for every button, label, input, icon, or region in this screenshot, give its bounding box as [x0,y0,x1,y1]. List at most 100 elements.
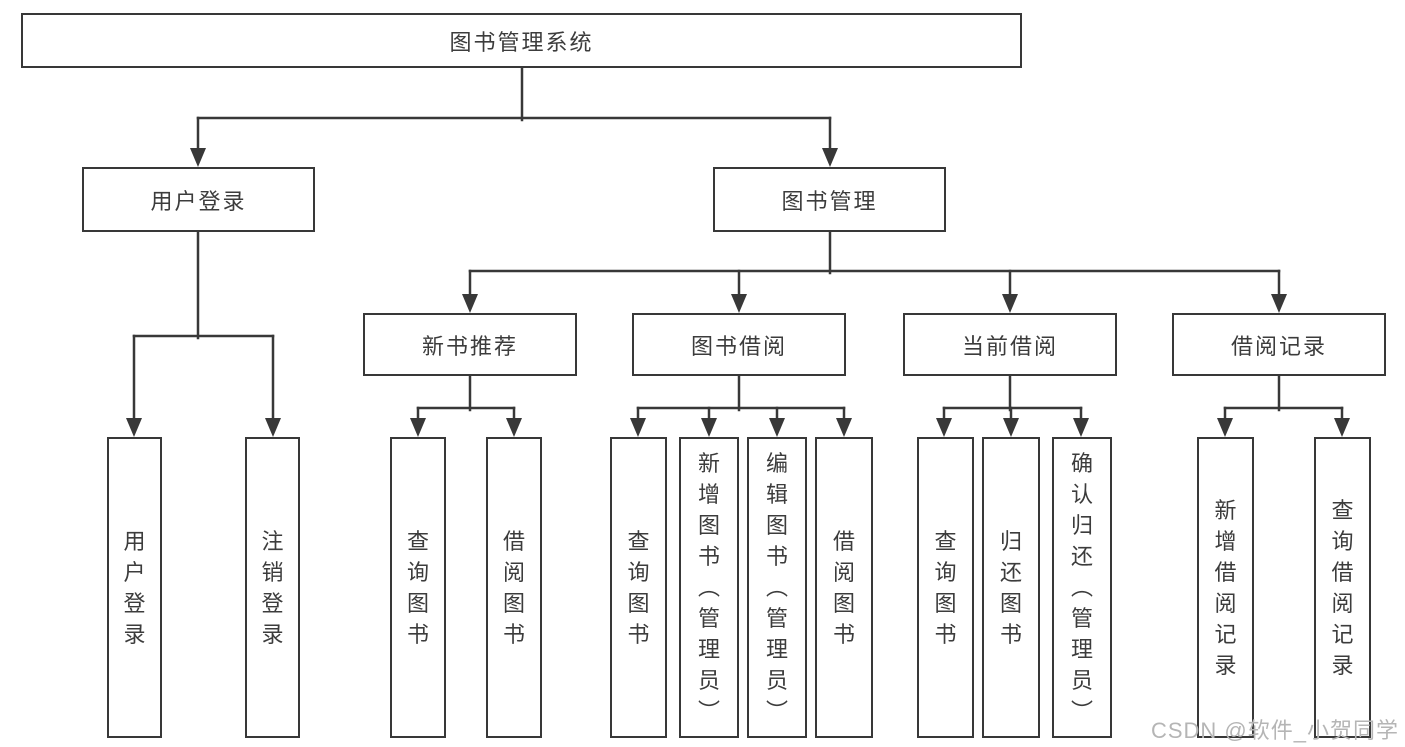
vertical-label-char: 书 [999,621,1022,647]
vertical-label-char: 查 [934,528,957,554]
arrowhead-down-icon [630,418,646,437]
arrowhead-down-icon [731,294,747,313]
node-book-borrowing: 图书借阅 [632,313,846,376]
vertical-label-char: 录 [1214,652,1237,678]
leaf-borrow-book-2: 借阅图书 [815,437,873,738]
vertical-label-char: 借 [1331,559,1354,585]
arrowhead-down-icon [836,418,852,437]
node-label: 新增借阅记录 [1214,495,1236,681]
vertical-label-char: 图 [406,590,429,616]
node-user-login: 用户登录 [82,167,315,232]
vertical-label-char: 询 [406,559,429,585]
node-label: 查询图书 [934,526,956,650]
vertical-label-char: ︵ [1070,575,1093,600]
vertical-label-char: 询 [934,559,957,585]
arrowhead-down-icon [1217,418,1233,437]
vertical-label-char: ︶ [765,699,788,724]
vertical-label-char: 增 [697,482,720,507]
leaf-return-book: 归还图书 [982,437,1040,738]
vertical-label-char: 录 [1331,652,1354,678]
vertical-label-char: 阅 [832,559,855,585]
vertical-label-char: 借 [502,528,525,554]
arrowhead-down-icon [126,418,142,437]
vertical-label-char: 理 [765,637,788,662]
vertical-label-char: 户 [123,559,146,585]
node-label: 新增图书︵管理员︶ [698,448,720,727]
vertical-label-char: 登 [123,590,146,616]
arrowhead-down-icon [265,418,281,437]
vertical-label-char: 新 [697,451,720,476]
leaf-logout: 注销登录 [245,437,300,738]
node-new-book-recommend: 新书推荐 [363,313,577,376]
vertical-label-char: 管 [1070,606,1093,631]
arrowhead-down-icon [1334,418,1350,437]
arrowhead-down-icon [822,148,838,167]
vertical-label-char: 阅 [1331,590,1354,616]
vertical-label-char: 员 [765,668,788,693]
vertical-label-char: 图 [502,590,525,616]
leaf-query-book-2: 查询图书 [610,437,667,738]
node-label: 确认归还 ︵ 管理员 ︶ [1071,448,1093,727]
arrowhead-down-icon [1073,418,1089,437]
vertical-label-char: 增 [1214,528,1237,554]
vertical-label-char: 登 [261,590,284,616]
vertical-label-char: 员 [697,668,720,693]
arrowhead-down-icon [506,418,522,437]
node-label: 查询图书 [627,526,649,650]
vertical-label-char: 理 [1070,637,1093,662]
arrowhead-down-icon [936,418,952,437]
vertical-label-char: 阅 [1214,590,1237,616]
node-label: 借阅记录 [1230,333,1327,359]
vertical-label-char: 理 [697,637,720,662]
vertical-label-char: 书 [697,544,720,569]
vertical-label-char: 确 [1070,451,1093,476]
leaf-query-book-3: 查询图书 [917,437,974,738]
vertical-label-char: 图 [627,590,650,616]
leaf-add-book-admin: 新增图书︵管理员︶ [679,437,739,738]
vertical-label-char: 员 [1070,668,1093,693]
leaf-borrow-book-1: 借阅图书 [486,437,542,738]
vertical-label-char: 记 [1331,621,1354,647]
vertical-label-char: 还 [999,559,1022,585]
vertical-label-char: 图 [999,590,1022,616]
leaf-query-borrow-record: 查询借阅记录 [1314,437,1371,738]
vertical-label-char: 管 [697,606,720,631]
vertical-label-char: 查 [1331,497,1354,523]
vertical-label-char: 销 [261,559,284,585]
vertical-label-char: 归 [999,528,1022,554]
vertical-label-char: ︵ [697,575,720,600]
vertical-label-char: 还 [1070,544,1093,569]
vertical-label-char: 查 [627,528,650,554]
vertical-label-char: 书 [832,621,855,647]
vertical-label-char: 管 [765,606,788,631]
node-label: 用户登录 [150,188,247,214]
leaf-confirm-return-admin: 确认归还 ︵ 管理员 ︶ [1052,437,1112,738]
vertical-label-char: 归 [1070,513,1093,538]
vertical-label-char: 书 [934,621,957,647]
vertical-label-char: 录 [123,621,146,647]
arrowhead-down-icon [1002,294,1018,313]
arrowhead-down-icon [410,418,426,437]
vertical-label-char: 图 [832,590,855,616]
vertical-label-char: 书 [502,621,525,647]
vertical-label-char: 注 [261,528,284,554]
vertical-label-char: 阅 [502,559,525,585]
vertical-label-char: ︶ [1070,699,1093,724]
node-current-borrowing: 当前借阅 [903,313,1117,376]
node-label: 图书管理系统 [449,29,594,55]
leaf-user-login: 用户登录 [107,437,162,738]
node-label: 用户登录 [123,526,145,650]
node-label: 编辑图书︵管理员︶ [766,448,788,727]
arrowhead-down-icon [190,148,206,167]
vertical-label-char: 记 [1214,621,1237,647]
vertical-label-char: 认 [1070,482,1093,507]
vertical-label-char: 图 [934,590,957,616]
node-label: 新书推荐 [421,333,518,359]
node-label: 图书管理 [781,188,878,214]
arrowhead-down-icon [1003,418,1019,437]
node-label: 查询图书 [407,526,429,650]
node-label: 注销登录 [261,526,283,650]
leaf-edit-book-admin: 编辑图书︵管理员︶ [747,437,807,738]
